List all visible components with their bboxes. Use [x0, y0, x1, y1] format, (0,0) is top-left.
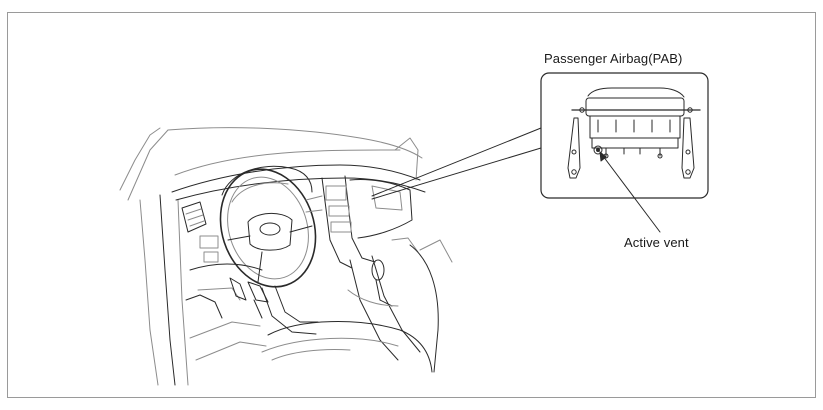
- airbag-detail-box: [540, 72, 709, 199]
- leader-line-arrow: [599, 151, 661, 233]
- car-interior-illustration: [119, 127, 453, 386]
- passenger-airbag-label: Passenger Airbag(PAB): [544, 51, 683, 66]
- callout-leader-lines: [371, 127, 542, 200]
- airbag-module-detail: [567, 87, 701, 179]
- active-vent-label: Active vent: [624, 235, 689, 250]
